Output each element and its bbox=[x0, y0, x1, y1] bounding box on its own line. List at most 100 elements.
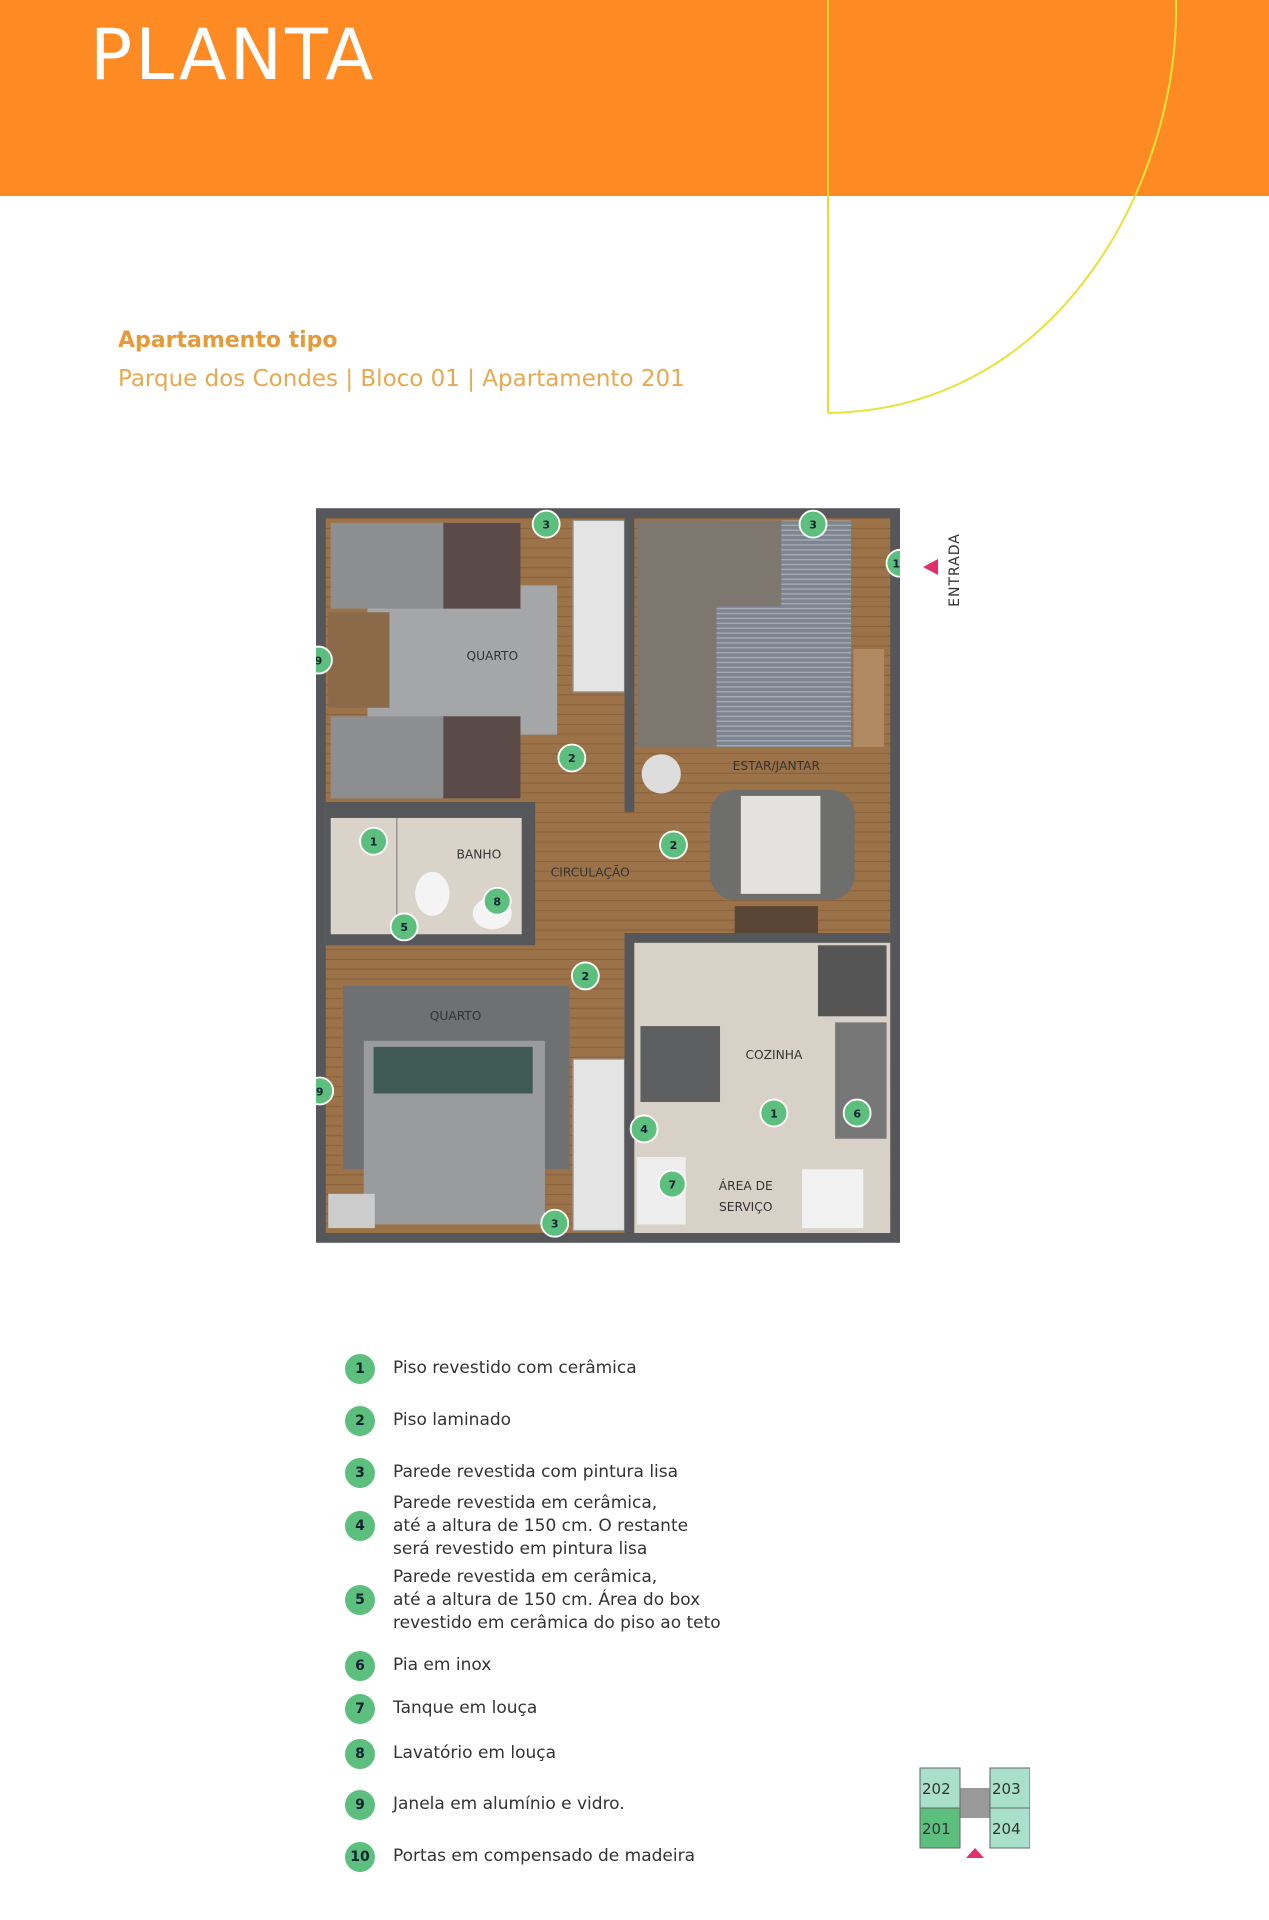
washer bbox=[802, 1169, 864, 1229]
legend-text: Pia em inox bbox=[393, 1654, 491, 1677]
legend-text: Lavatório em louça bbox=[393, 1742, 556, 1765]
marker-number: 2 bbox=[582, 970, 590, 983]
marker-circle bbox=[557, 743, 587, 773]
sofa bbox=[636, 520, 717, 747]
marker-circle bbox=[570, 961, 600, 991]
legend-number-badge: 3 bbox=[345, 1457, 375, 1488]
room-label: QUARTO bbox=[430, 1009, 482, 1023]
marker-number: 3 bbox=[542, 518, 550, 531]
marker-circle bbox=[759, 1098, 789, 1128]
wall bbox=[624, 933, 891, 943]
legend-text: Janela em alumínio e vidro. bbox=[393, 1793, 625, 1816]
legend-text: Parede revestida com pintura lisa bbox=[393, 1461, 678, 1484]
legend-line: Tanque em louça bbox=[393, 1698, 538, 1718]
legend-text: Parede revestida em cerâmica,até a altur… bbox=[393, 1492, 688, 1561]
room-label: SERVIÇO bbox=[719, 1200, 772, 1214]
page-title: PLANTA bbox=[90, 14, 377, 96]
legend-number-badge: 9 bbox=[345, 1789, 375, 1820]
marker-number: 10 bbox=[892, 558, 900, 571]
wardrobe bbox=[572, 1058, 626, 1232]
toilet bbox=[415, 871, 450, 916]
marker-circle bbox=[531, 509, 561, 539]
legend-item: 1 Piso revestido com cerâmica bbox=[345, 1353, 637, 1384]
wardrobe bbox=[572, 519, 626, 693]
legend-line: Piso laminado bbox=[393, 1410, 512, 1430]
legend-number-badge: 6 bbox=[345, 1650, 375, 1681]
marker-circle bbox=[316, 1076, 335, 1106]
legend-text: Portas em compensado de madeira bbox=[393, 1845, 695, 1868]
marker-circle bbox=[659, 830, 688, 860]
unit-location-map: 202 203 201 204 bbox=[919, 1767, 1030, 1858]
marker-circle bbox=[482, 886, 512, 916]
marker-circle bbox=[657, 1169, 687, 1199]
marker-number: 3 bbox=[551, 1217, 559, 1230]
legend-line: Parede revestida em cerâmica, bbox=[393, 1566, 658, 1587]
marker-number: 5 bbox=[400, 921, 408, 934]
unit-203 bbox=[989, 1767, 1030, 1809]
unit-label: 204 bbox=[992, 1820, 1021, 1838]
shelf bbox=[853, 649, 885, 747]
legend-item: 8 Lavatório em louça bbox=[345, 1738, 556, 1769]
unit-label: 201 bbox=[922, 1820, 951, 1838]
marker-number: 6 bbox=[853, 1107, 861, 1120]
unit-label: 203 bbox=[992, 1780, 1021, 1798]
marker-circle bbox=[359, 826, 388, 856]
room-label: QUARTO bbox=[466, 649, 518, 663]
legend-text: Parede revestida em cerâmica,até a altur… bbox=[393, 1566, 721, 1635]
unit-202 bbox=[919, 1767, 961, 1809]
legend-line: revestido em cerâmica do piso ao teto bbox=[393, 1612, 721, 1633]
legend-item: 2 Piso laminado bbox=[345, 1405, 512, 1436]
entrance-label: ENTRADA bbox=[947, 533, 963, 607]
marker-circle bbox=[798, 509, 828, 539]
unit-label: 202 bbox=[922, 1780, 951, 1798]
legend-line: Parede revestida em cerâmica, bbox=[393, 1492, 658, 1513]
legend-number-badge: 8 bbox=[345, 1738, 375, 1769]
legend-line: Piso revestido com cerâmica bbox=[393, 1358, 637, 1378]
legend-line: será revestido em pintura lisa bbox=[393, 1538, 648, 1559]
legend-line: Janela em alumínio e vidro. bbox=[393, 1794, 625, 1814]
marker-number: 4 bbox=[640, 1123, 648, 1136]
legend-item: 9 Janela em alumínio e vidro. bbox=[345, 1789, 625, 1820]
marker-circle bbox=[885, 548, 900, 578]
floor-plan: QUARTO ESTAR/JANTAR BANHO CIRCULAÇÃO QUA… bbox=[316, 508, 900, 1243]
legend-number-badge: 1 bbox=[345, 1353, 375, 1384]
legend-number-badge: 10 bbox=[345, 1841, 375, 1872]
legend-number-badge: 2 bbox=[345, 1405, 375, 1436]
legend-item: 6 Pia em inox bbox=[345, 1650, 491, 1681]
legend-number-badge: 4 bbox=[345, 1511, 375, 1541]
header-band bbox=[0, 0, 1269, 196]
marker-number: 2 bbox=[568, 752, 576, 765]
marker-circle bbox=[629, 1114, 659, 1144]
marker-number: 9 bbox=[316, 654, 322, 667]
marker-number: 1 bbox=[370, 836, 378, 849]
apartment-location: Parque dos Condes | Bloco 01 | Apartamen… bbox=[118, 366, 685, 392]
marker-circle bbox=[540, 1208, 570, 1238]
wall bbox=[624, 517, 635, 812]
entrance-arrow-icon bbox=[966, 1848, 984, 1858]
legend-text: Piso revestido com cerâmica bbox=[393, 1357, 637, 1380]
stove bbox=[817, 945, 887, 1017]
room-label: COZINHA bbox=[745, 1048, 803, 1062]
room-label: CIRCULAÇÃO bbox=[551, 865, 630, 880]
legend-item: 10 Portas em compensado de madeira bbox=[345, 1841, 695, 1872]
corridor bbox=[960, 1788, 990, 1818]
legend-line: Portas em compensado de madeira bbox=[393, 1846, 696, 1866]
legend-item: 3 Parede revestida com pintura lisa bbox=[345, 1457, 678, 1488]
marker-number: 9 bbox=[316, 1085, 324, 1098]
nightstand bbox=[328, 1193, 375, 1229]
marker-circle bbox=[316, 645, 333, 675]
legend-item: 4 Parede revestida em cerâmica,até a altu… bbox=[345, 1492, 688, 1561]
unit-204 bbox=[989, 1807, 1030, 1849]
wall bbox=[624, 933, 635, 1234]
room-label: BANHO bbox=[456, 847, 501, 861]
marker-number: 3 bbox=[809, 518, 817, 531]
legend-line: Pia em inox bbox=[393, 1655, 492, 1675]
marker-number: 8 bbox=[493, 895, 501, 908]
apartment-type: Apartamento tipo bbox=[118, 328, 338, 353]
marker-number: 2 bbox=[670, 839, 678, 852]
room-label: ÁREA DE bbox=[719, 1178, 773, 1193]
side-table bbox=[641, 754, 681, 794]
legend-line: até a altura de 150 cm. O restante bbox=[393, 1515, 689, 1536]
legend-text: Tanque em louça bbox=[393, 1697, 537, 1720]
